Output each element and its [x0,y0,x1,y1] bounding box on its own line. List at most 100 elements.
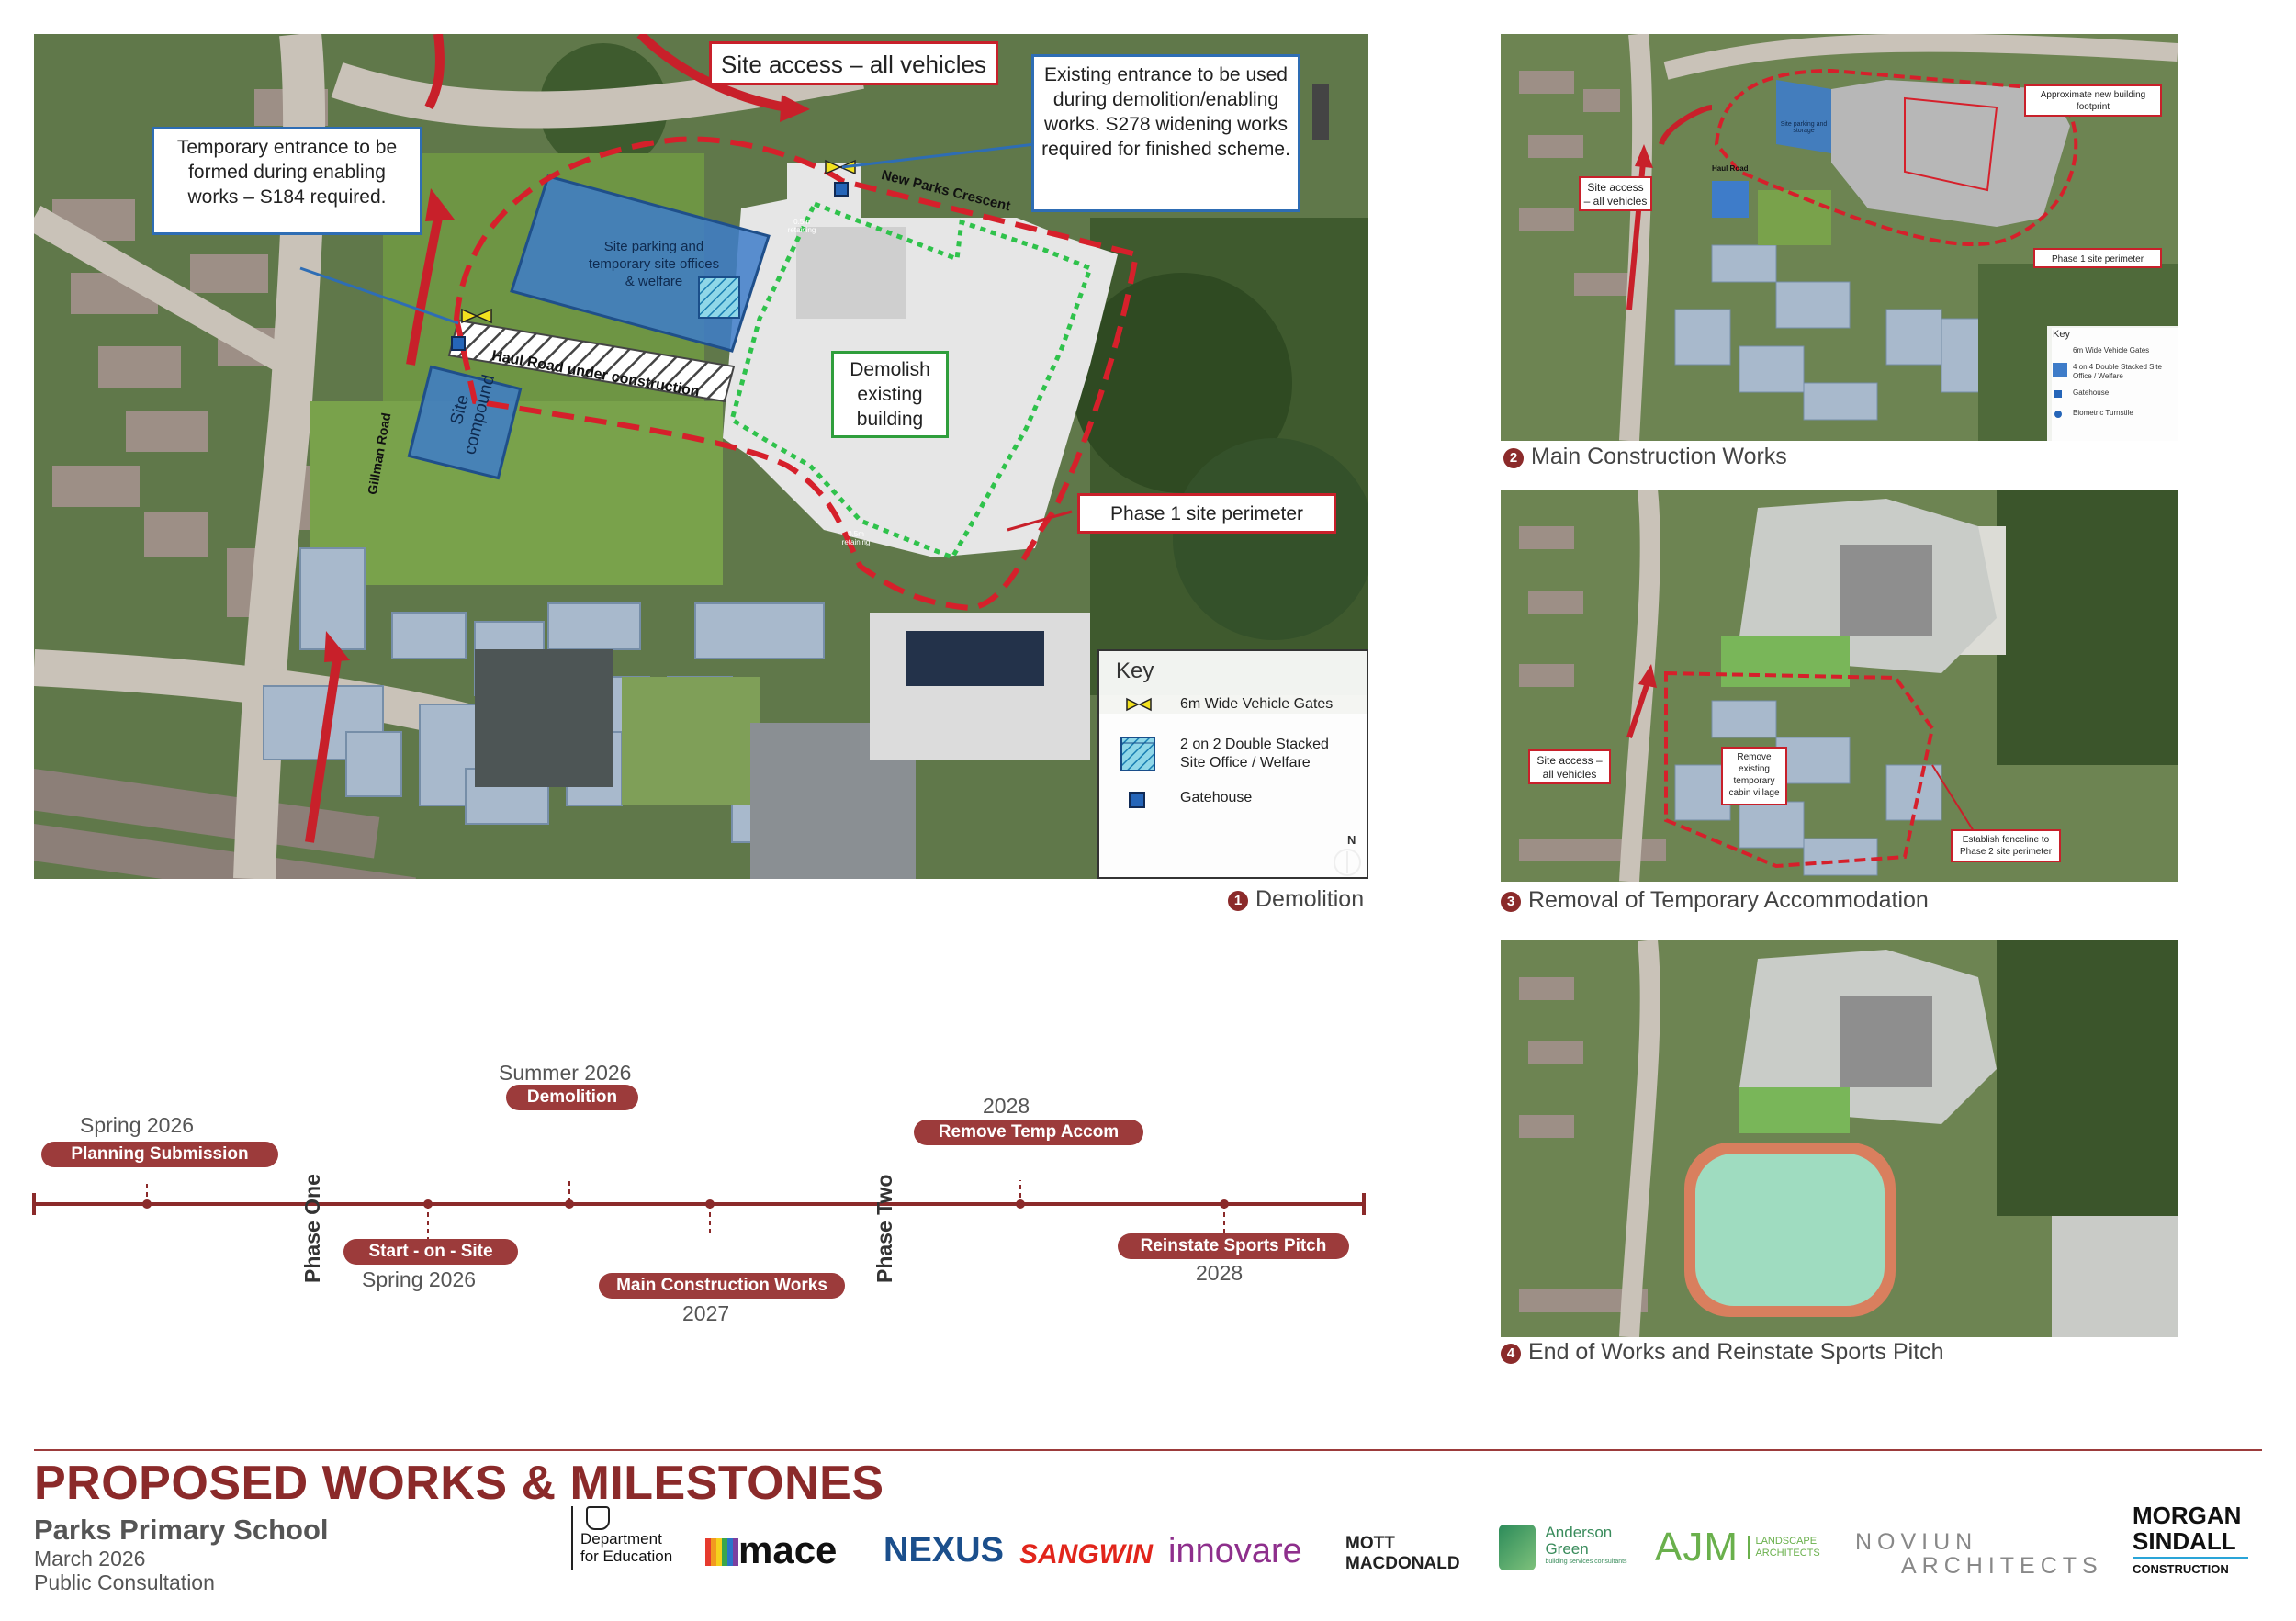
timeline-axis [32,1180,1366,1241]
panel-3-imagery [1501,490,2178,882]
panel2-key-title: Key [2053,329,2070,340]
dfe-logo: Department for Education [571,1506,672,1570]
page-title: PROPOSED WORKS & MILESTONES [34,1457,884,1510]
mace-logo: mace [705,1528,837,1572]
caption-number-1: 1 [1228,891,1248,911]
demolish-callout: Demolish existing building [831,351,949,438]
retaining-label-1: 0.5m retaining [787,218,816,234]
map-key: Key 6m Wide Vehicle Gates 2 on 2 Double … [1097,649,1368,879]
ajm-sub2: ARCHITECTS [1755,1548,1820,1559]
panel3-fenceline-callout: Establish fenceline to Phase 2 site peri… [1951,829,2061,862]
panel2-key-turnstile: Biometric Turnstile [2073,409,2133,417]
morgan-line1: MORGAN [2133,1502,2242,1529]
panel2-gatehouse-icon [2054,390,2062,398]
noviun-line1: NOVIUN [1855,1529,1978,1555]
anderson-line1: Anderson [1545,1524,1613,1541]
panel2-key-office: 4 on 4 Double Stacked Site Office / Welf… [2073,363,2162,380]
innovare-logo: innovare [1168,1532,1302,1570]
dfe-line1: Department [580,1530,662,1548]
site-office-marker [698,276,740,319]
caption-text-3: Removal of Temporary Accommodation [1528,887,1929,913]
key-gatehouse-label: Gatehouse [1180,790,1253,805]
dfe-line2: for Education [580,1548,673,1565]
existing-entrance-callout: Existing entrance to be used during demo… [1031,54,1300,212]
mott-line1: MOTT [1345,1534,1395,1553]
phase-one-label: Phase One [300,1174,324,1283]
caption-number-4: 4 [1501,1344,1521,1364]
main-aerial-map: Site access – all vehicles Temporary ent… [34,34,1368,879]
site-access-callout: Site access – all vehicles [709,41,998,85]
panel-4-imagery [1501,940,2178,1337]
panel2-office-icon [2053,363,2067,377]
milestone-date-planning: Spring 2026 [80,1113,195,1137]
panel-main-construction-map: Site access – all vehicles Approximate n… [1501,34,2178,441]
morgan-underline [2133,1557,2248,1559]
retaining-label-2: 0.5m retaining [841,530,871,546]
panel3-site-access-callout: Site access – all vehicles [1528,749,1611,784]
site-parking-label: Site parking and temporary site offices … [588,239,720,289]
milestone-date-remove-temp: 2028 [983,1094,1030,1118]
consultation-date: March 2026 [34,1547,146,1570]
morgan-sub: CONSTRUCTION [2133,1562,2229,1576]
main-construction-caption: 2 Main Construction Works [1503,444,1787,470]
anderson-sub: building services consultants [1545,1559,1627,1565]
demolition-caption: 1 Demolition [1228,886,1364,913]
panel2-site-access-callout: Site access – all vehicles [1579,176,1652,211]
milestone-date-start: Spring 2026 [362,1267,477,1291]
caption-text-2: Main Construction Works [1531,444,1787,469]
panel-reinstate-pitch-map [1501,940,2178,1337]
morgan-line2: SINDALL [2133,1527,2236,1555]
mace-text: mace [738,1528,838,1571]
morgan-sindall-logo: MORGAN SINDALL CONSTRUCTION [2133,1503,2248,1576]
panel2-key-gatehouse: Gatehouse [2073,388,2110,397]
panel2-perimeter-callout: Phase 1 site perimeter [2033,248,2162,268]
milestone-reinstate-sports-pitch: Reinstate Sports Pitch [1118,1233,1349,1259]
noviun-logo: NOVIUN ARCHITECTS [1855,1530,2103,1578]
key-title: Key [1116,659,1154,683]
anderson-line2: Green [1545,1540,1589,1558]
nexus-logo: NEXUS [884,1531,1004,1570]
milestone-date-demolition: Summer 2026 [499,1061,632,1085]
phase-two-label: Phase Two [872,1174,896,1283]
key-gates-label: 6m Wide Vehicle Gates [1180,696,1334,712]
anderson-green-logo: Anderson Green building services consult… [1499,1525,1627,1570]
panel-removal-temp-map: Site access – all vehicles Remove existi… [1501,490,2178,882]
caption-text-4: End of Works and Reinstate Sports Pitch [1528,1339,1944,1365]
phase1-perimeter-callout: Phase 1 site perimeter [1077,493,1336,534]
caption-text-1: Demolition [1255,886,1365,912]
mace-stripes-icon [705,1538,738,1566]
dfe-crest-icon [586,1506,610,1530]
gatehouse-icon [1129,792,1145,808]
temporary-entrance-callout: Temporary entrance to be formed during e… [152,127,422,235]
mott-line2: MACDONALD [1345,1554,1460,1573]
school-name: Parks Primary School [34,1514,329,1546]
ajm-text: AJM [1655,1525,1739,1570]
milestone-planning-submission: Planning Submission [41,1142,278,1167]
panel2-footprint-callout: Approximate new building footprint [2024,84,2162,117]
key-office-label: 2 on 2 Double Stacked Site Office / Welf… [1180,737,1329,771]
ajm-sub1: LANDSCAPE [1755,1536,1818,1547]
removal-caption: 3 Removal of Temporary Accommodation [1501,887,1929,914]
panel2-turnstile-icon [2054,411,2062,418]
panel2-key-gates: 6m Wide Vehicle Gates [2073,346,2150,355]
panel3-remove-cabin-callout: Remove existing temporary cabin village [1721,747,1787,805]
consultation-event: Public Consultation [34,1570,215,1594]
panel2-site-parking-label: Site parking and storage [1780,121,1828,134]
milestone-remove-temp-accom: Remove Temp Accom [914,1120,1143,1145]
vehicle-gate-icon [1126,697,1152,712]
panel2-haul-road-label: Haul Road [1712,164,1749,173]
milestone-date-reinstate: 2028 [1196,1261,1244,1285]
anderson-leaf-icon [1499,1525,1536,1570]
caption-number-2: 2 [1503,448,1524,468]
site-office-icon [1120,737,1155,771]
caption-number-3: 3 [1501,892,1521,912]
panel2-key: Key 6m Wide Vehicle Gates 4 on 4 Double … [2047,326,2178,441]
milestone-demolition: Demolition [506,1085,638,1110]
noviun-line2: ARCHITECTS [1901,1553,2103,1579]
reinstate-caption: 4 End of Works and Reinstate Sports Pitch [1501,1339,1944,1366]
ajm-logo: AJM LANDSCAPE ARCHITECTS [1655,1525,1820,1570]
sangwin-logo: SANGWIN [1019,1539,1153,1570]
milestone-start-on-site: Start - on - Site [343,1239,518,1265]
milestone-main-construction: Main Construction Works [599,1273,845,1299]
milestone-date-main-construction: 2027 [682,1301,730,1325]
